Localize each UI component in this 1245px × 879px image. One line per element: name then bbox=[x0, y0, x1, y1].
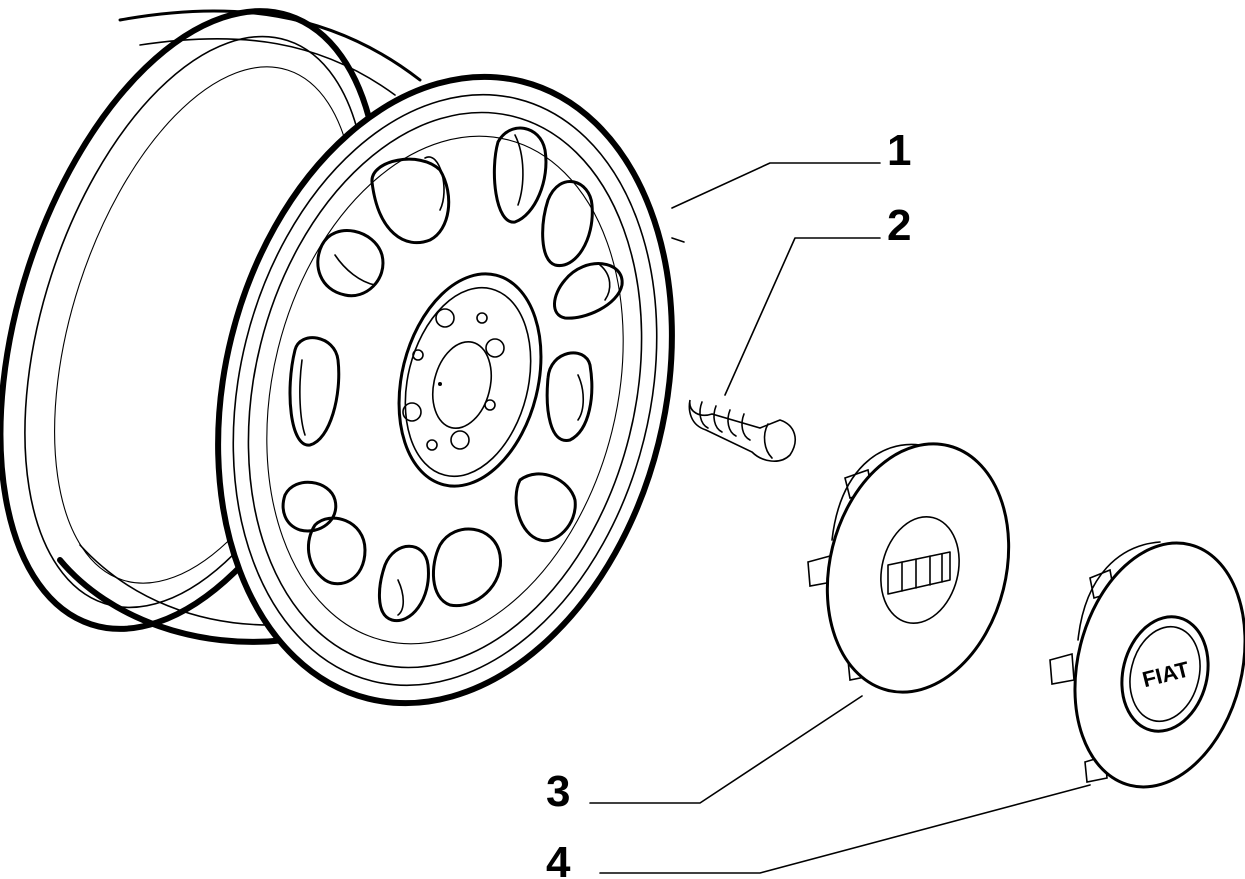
callout-2-label: 2 bbox=[887, 201, 911, 250]
callout-3-label: 3 bbox=[546, 767, 570, 816]
rim-center-hub bbox=[397, 272, 543, 488]
wheel-rim bbox=[0, 8, 881, 707]
wheel-bolt bbox=[688, 237, 881, 462]
callout-1-leader bbox=[671, 162, 881, 209]
callout-4-leader bbox=[599, 784, 1091, 874]
callout-4-label: 4 bbox=[546, 838, 571, 879]
hub-cap-plain bbox=[589, 442, 1011, 804]
callout-1-label: 1 bbox=[887, 126, 911, 175]
callout-labels: 1 2 3 4 bbox=[546, 126, 911, 879]
callout-3-leader bbox=[589, 695, 863, 804]
callout-2-leader bbox=[724, 237, 881, 396]
hub-cap-logo: FIAT bbox=[599, 541, 1245, 874]
rim-spoke-windows bbox=[281, 126, 624, 623]
cap-badge-plain-icon bbox=[880, 516, 960, 624]
